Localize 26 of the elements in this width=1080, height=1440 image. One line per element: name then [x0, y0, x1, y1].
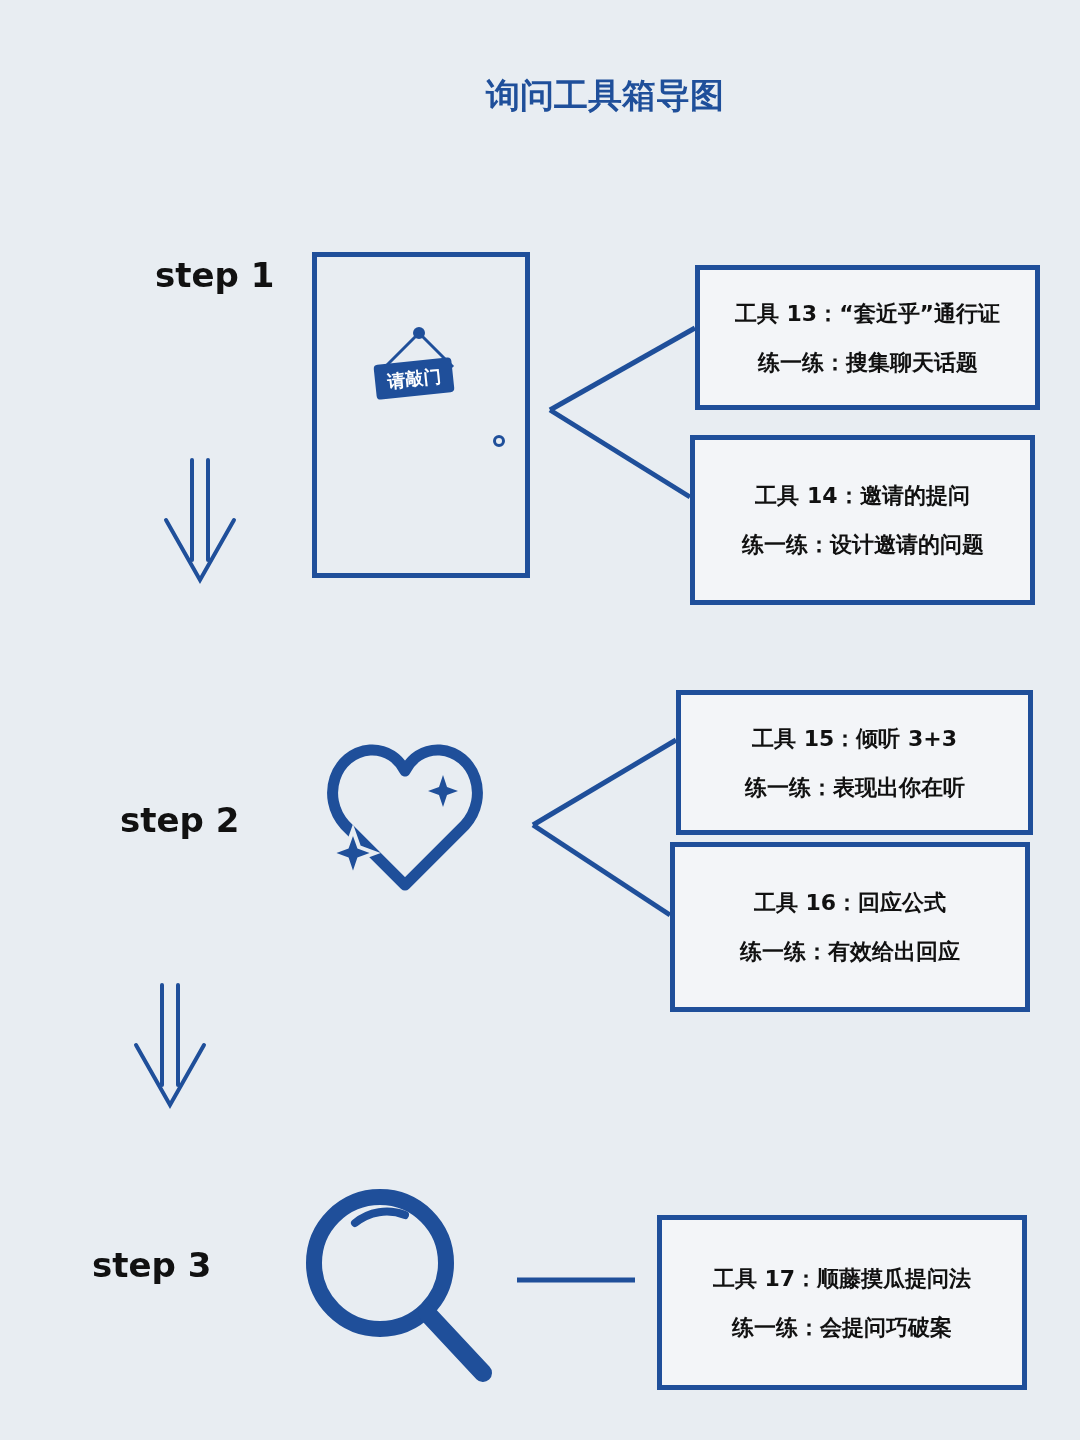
tool-title: 工具 16：回应公式: [752, 889, 948, 917]
door: [312, 252, 530, 578]
connector-line: [548, 407, 692, 500]
step-label: step 2: [120, 799, 240, 842]
tool-box: [690, 435, 1035, 605]
title: 询问工具箱导图: [484, 74, 725, 117]
step-label: step 3: [92, 1244, 212, 1287]
tool-box: [676, 690, 1033, 835]
practice-text: 练一练：有效给出回应: [738, 938, 961, 966]
tool-title: 工具 14：邀请的提问: [754, 482, 971, 510]
tool-box: [657, 1215, 1027, 1390]
tool-box: [695, 265, 1040, 410]
practice-text: 练一练：表现出你在听: [743, 773, 966, 802]
step-label: step 1: [155, 254, 275, 297]
connector-line: [531, 737, 678, 828]
practice-text: 练一练：设计邀请的问题: [740, 531, 985, 559]
connector-line: [531, 822, 672, 918]
tool-title: 工具 13：“套近乎”通行证: [733, 299, 1002, 328]
connector-line: [517, 1277, 635, 1283]
practice-text: 练一练：会提问巧破案: [730, 1313, 953, 1342]
tool-title: 工具 17：顺藤摸瓜提问法: [711, 1264, 973, 1293]
tool-box: [670, 842, 1030, 1012]
tool-title: 工具 15：倾听 3+3: [751, 724, 958, 753]
connector-line: [548, 325, 697, 413]
door-sign: 请敲门: [373, 357, 455, 400]
practice-text: 练一练：搜集聊天话题: [756, 348, 979, 377]
